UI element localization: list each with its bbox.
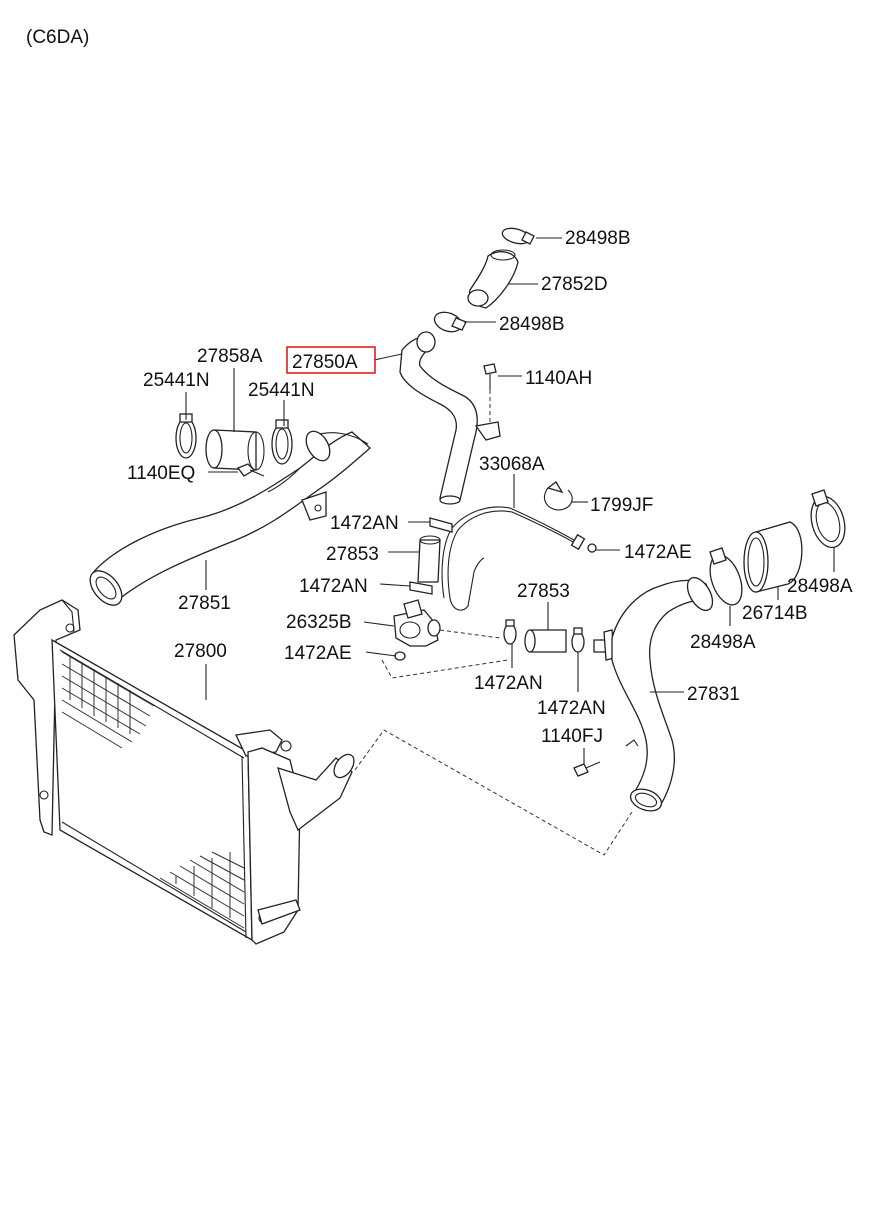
label-1472AN-a[interactable]: 1472AN bbox=[330, 513, 399, 534]
clip-1799JF[interactable] bbox=[543, 481, 573, 511]
label-28498A-right[interactable]: 28498A bbox=[787, 576, 853, 597]
label-1472AN-b[interactable]: 1472AN bbox=[299, 576, 368, 597]
clamp-1472AN-b[interactable] bbox=[409, 581, 433, 595]
bolt-1140EQ[interactable] bbox=[236, 463, 265, 477]
label-26325B[interactable]: 26325B bbox=[286, 612, 352, 633]
hose-27851[interactable] bbox=[84, 427, 371, 611]
label-1140AH[interactable]: 1140AH bbox=[525, 368, 592, 389]
label-27858A[interactable]: 27858A bbox=[197, 346, 263, 367]
label-27851[interactable]: 27851 bbox=[178, 593, 231, 614]
label-1140FJ[interactable]: 1140FJ bbox=[541, 726, 603, 747]
label-25441N-right[interactable]: 25441N bbox=[248, 380, 315, 401]
hose-27853-b[interactable] bbox=[524, 629, 567, 653]
clamp-1472AN-d[interactable] bbox=[571, 627, 585, 653]
engine-code-label: (C6DA) bbox=[26, 27, 89, 48]
clamp-28498A-left[interactable] bbox=[704, 547, 748, 609]
label-1472AN-d[interactable]: 1472AN bbox=[537, 698, 606, 719]
clamp-28498B-top[interactable] bbox=[501, 226, 535, 247]
label-26714B[interactable]: 26714B bbox=[742, 603, 808, 624]
label-1472AE-left[interactable]: 1472AE bbox=[284, 643, 352, 664]
hose-27852D[interactable] bbox=[467, 249, 519, 309]
clamp-28498B-mid[interactable] bbox=[432, 309, 467, 335]
bolt-1140FJ[interactable] bbox=[573, 761, 601, 777]
nipple-27831 bbox=[593, 629, 615, 661]
hose-33068A[interactable] bbox=[441, 506, 586, 611]
clamp-1472AE-right[interactable] bbox=[587, 543, 597, 553]
pipe-27831[interactable] bbox=[611, 573, 718, 814]
highlight-box-27850A bbox=[286, 346, 376, 374]
label-1140EQ[interactable]: 1140EQ bbox=[127, 463, 195, 484]
intercooler-27800[interactable] bbox=[13, 599, 358, 945]
label-27850A[interactable]: 27850A bbox=[292, 352, 358, 373]
bolt-1140AH[interactable] bbox=[483, 363, 497, 424]
clamp-28498A-right[interactable] bbox=[806, 489, 850, 551]
hose-27853-a[interactable] bbox=[417, 535, 441, 583]
label-1799JF[interactable]: 1799JF bbox=[590, 495, 653, 516]
label-27800[interactable]: 27800 bbox=[174, 641, 227, 662]
fitting-26325B[interactable] bbox=[393, 599, 441, 647]
clamp-1472AN-a[interactable] bbox=[429, 517, 453, 533]
sleeve-26714B[interactable] bbox=[743, 521, 803, 593]
part-labels: 28498B 27852D 28498B 27850A 27858A 25441… bbox=[127, 228, 853, 747]
clamp-1472AN-c[interactable] bbox=[503, 619, 517, 645]
label-25441N-left[interactable]: 25441N bbox=[143, 370, 210, 391]
clamp-25441N-left[interactable] bbox=[175, 413, 197, 459]
leader-lines bbox=[185, 237, 835, 764]
label-28498B-mid[interactable]: 28498B bbox=[499, 314, 565, 335]
label-27853-b[interactable]: 27853 bbox=[517, 581, 570, 602]
pipe-27850A[interactable] bbox=[399, 331, 478, 505]
label-27853-a[interactable]: 27853 bbox=[326, 544, 379, 565]
label-1472AN-c[interactable]: 1472AN bbox=[474, 673, 543, 694]
label-28498A-left[interactable]: 28498A bbox=[690, 632, 756, 653]
label-33068A[interactable]: 33068A bbox=[479, 454, 545, 475]
label-27852D[interactable]: 27852D bbox=[541, 274, 608, 295]
washer-1472AE-left[interactable] bbox=[394, 651, 406, 661]
label-28498B-top[interactable]: 28498B bbox=[565, 228, 631, 249]
label-1472AE-right[interactable]: 1472AE bbox=[624, 542, 692, 563]
sleeve-27858A[interactable] bbox=[205, 429, 265, 471]
bracket-27850A bbox=[474, 421, 501, 441]
label-27831[interactable]: 27831 bbox=[687, 684, 740, 705]
clamp-25441N-right[interactable] bbox=[271, 419, 293, 465]
